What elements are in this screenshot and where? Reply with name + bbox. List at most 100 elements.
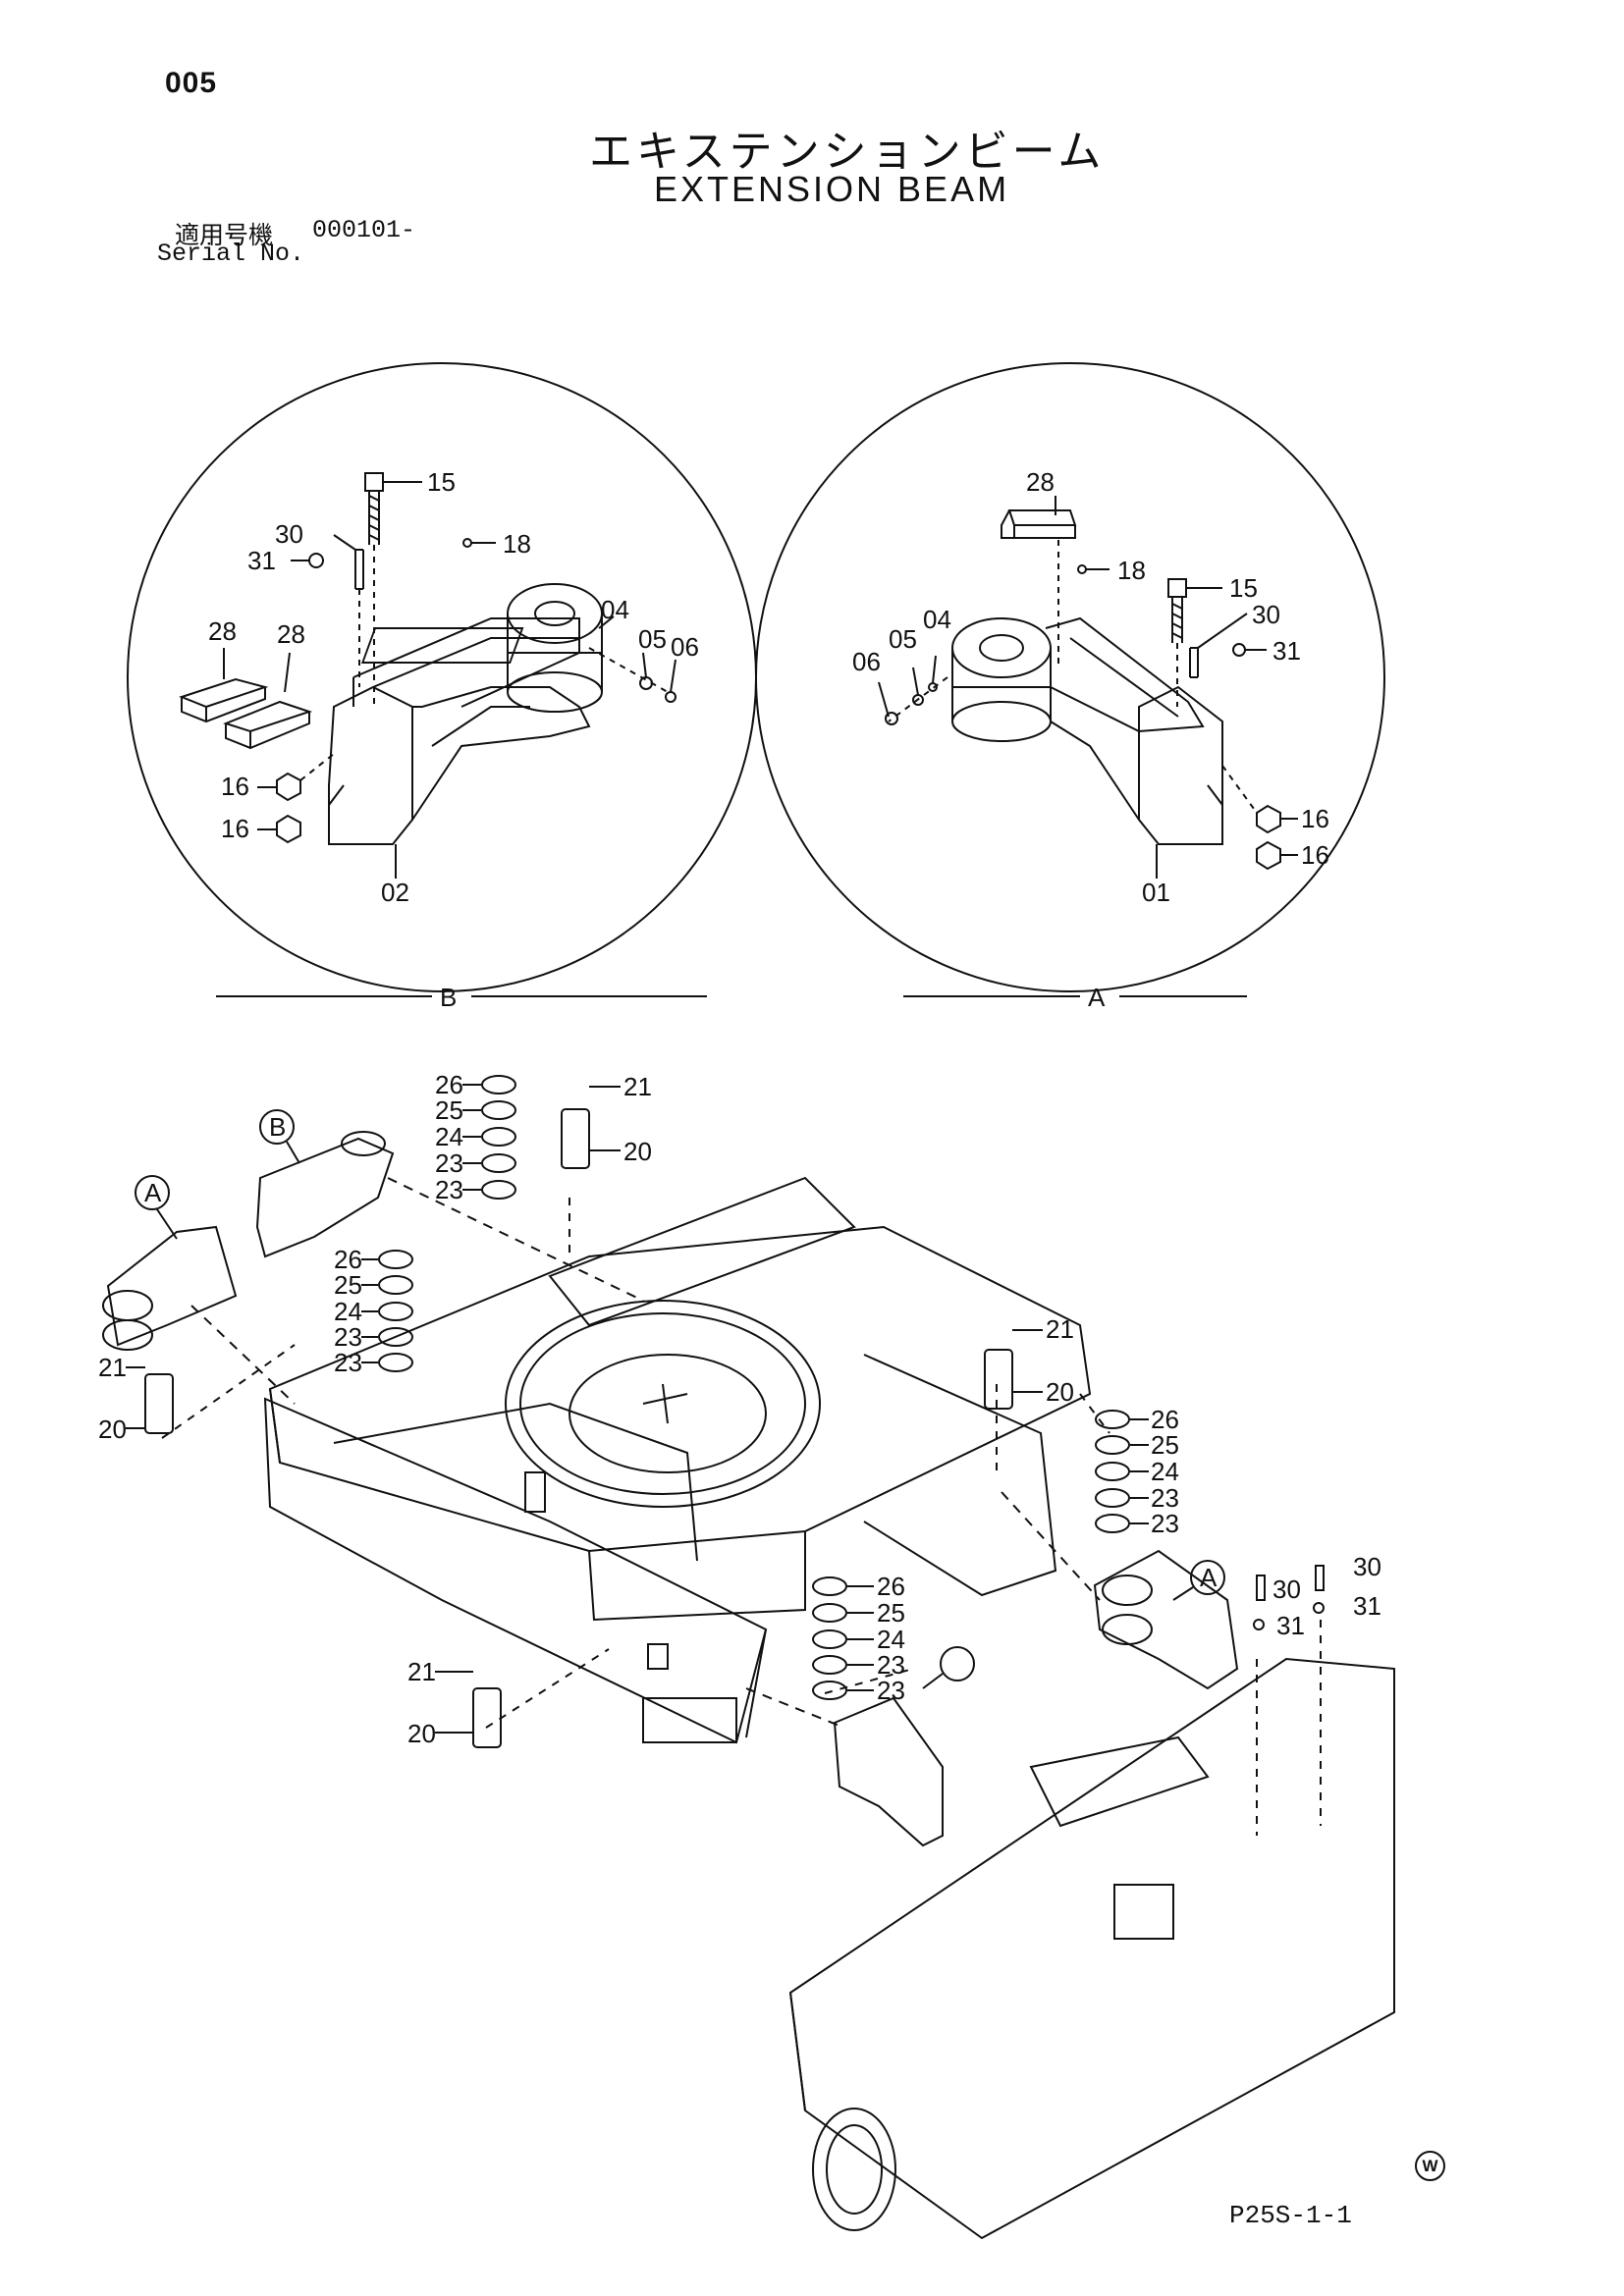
bracket-b-bottom xyxy=(833,1696,944,1847)
callout-b-16b: 16 xyxy=(221,814,249,843)
pin-30-drawing xyxy=(354,549,364,590)
callout-b-28a: 28 xyxy=(208,616,237,646)
marker-a-right: A xyxy=(1200,1563,1218,1592)
pin-20-left xyxy=(144,1373,174,1434)
washer-left-25: 25 xyxy=(334,1270,362,1300)
callout-a-01: 01 xyxy=(1142,878,1170,907)
marker-b-bottom-circle xyxy=(940,1646,975,1682)
marker-b-left: B xyxy=(269,1112,286,1142)
pin-right-21: 21 xyxy=(1046,1314,1074,1344)
callout-b-04: 04 xyxy=(601,595,629,624)
washer-right-23b: 23 xyxy=(1151,1509,1179,1538)
marker-a-right-circle xyxy=(1190,1560,1225,1595)
callout-a-28: 28 xyxy=(1026,467,1055,497)
callout-b-02: 02 xyxy=(381,878,409,907)
bracket-01-drawing xyxy=(951,616,1223,845)
washer-stack-bottom xyxy=(812,1576,847,1700)
pin-20-top xyxy=(561,1108,590,1169)
nut-16b-drawing xyxy=(276,814,301,844)
pin-top-21: 21 xyxy=(623,1072,652,1101)
pin-bottom-20: 20 xyxy=(407,1719,436,1748)
callout-b-18: 18 xyxy=(503,529,531,559)
detail-a-circle xyxy=(755,362,1385,992)
detail-b-view xyxy=(127,362,757,992)
washer-stack-left xyxy=(378,1250,413,1372)
frame-callout-31a: 31 xyxy=(1276,1611,1305,1640)
callout-b-16a: 16 xyxy=(221,772,249,801)
detail-b-view-label: B xyxy=(440,983,457,1012)
swing-circle-drawing xyxy=(505,1300,821,1508)
washer-left-26: 26 xyxy=(334,1245,362,1274)
pin-left-21: 21 xyxy=(98,1353,127,1382)
bolt-15-drawing xyxy=(364,472,422,707)
washer-top-25: 25 xyxy=(435,1095,463,1125)
bracket-b-left xyxy=(255,1137,395,1258)
marker-b-left-circle xyxy=(259,1109,295,1145)
washer-top-24: 24 xyxy=(435,1122,463,1151)
callout-a-16b: 16 xyxy=(1301,840,1329,870)
frame-callout-30b: 30 xyxy=(1353,1552,1381,1581)
w-mark-symbol: W xyxy=(1415,2151,1445,2181)
callout-a-31: 31 xyxy=(1272,636,1301,666)
track-frame-assembly xyxy=(102,1108,1395,2240)
callout-a-16a: 16 xyxy=(1301,804,1329,833)
callout-a-30: 30 xyxy=(1252,600,1280,629)
bracket-a-right xyxy=(1093,1549,1239,1690)
pin-left-20: 20 xyxy=(98,1415,127,1444)
washer-top-23b: 23 xyxy=(435,1175,463,1204)
block-28a-drawing xyxy=(179,677,269,723)
sprocket-drawing xyxy=(812,2108,896,2231)
pin-top-20: 20 xyxy=(623,1137,652,1166)
washer-right-26: 26 xyxy=(1151,1405,1179,1434)
callout-a-04: 04 xyxy=(923,605,951,634)
title-japanese: エキステンションビーム xyxy=(589,128,1106,176)
frame-callout-30a: 30 xyxy=(1272,1575,1301,1604)
bracket-a-left xyxy=(106,1225,238,1347)
callout-b-30: 30 xyxy=(275,519,303,549)
pin-bottom-21: 21 xyxy=(407,1657,436,1686)
washer-bottom-23b: 23 xyxy=(877,1676,905,1705)
callout-a-06: 06 xyxy=(852,647,881,676)
washer-left-23a: 23 xyxy=(334,1322,362,1352)
washer-bottom-24: 24 xyxy=(877,1625,905,1654)
pin-20-right xyxy=(984,1349,1013,1410)
callout-b-28b: 28 xyxy=(277,619,305,649)
washer-left-23b: 23 xyxy=(334,1348,362,1377)
callout-a-05: 05 xyxy=(889,624,917,654)
page-number: 005 xyxy=(165,67,218,99)
washer-bottom-23a: 23 xyxy=(877,1650,905,1680)
title-english: EXTENSION BEAM xyxy=(654,169,1010,209)
callout-a-15: 15 xyxy=(1229,573,1258,603)
bolt-15-drawing-a xyxy=(1167,578,1222,707)
washer-stack-top xyxy=(481,1075,516,1200)
washer-right-24: 24 xyxy=(1151,1457,1179,1486)
washer-top-26: 26 xyxy=(435,1070,463,1099)
washer-left-24: 24 xyxy=(334,1297,362,1326)
serial-number-value: 000101- xyxy=(312,216,416,244)
bracket-02-drawing xyxy=(328,583,603,845)
serial-label-japanese: 適用号機 xyxy=(175,222,274,249)
marker-a-left-circle xyxy=(135,1175,170,1210)
washer-bottom-26: 26 xyxy=(877,1572,905,1601)
frame-callout-31b: 31 xyxy=(1353,1591,1381,1621)
washer-top-23a: 23 xyxy=(435,1148,463,1178)
pin-right-20: 20 xyxy=(1046,1377,1074,1407)
block-28-drawing xyxy=(1001,509,1077,539)
callout-b-15: 15 xyxy=(427,467,456,497)
detail-a-view xyxy=(755,362,1385,992)
washer-right-25: 25 xyxy=(1151,1430,1179,1460)
washer-bottom-25: 25 xyxy=(877,1598,905,1628)
block-28b-drawing xyxy=(223,700,313,750)
document-code: P25S-1-1 xyxy=(1229,2201,1352,2230)
callout-a-18: 18 xyxy=(1117,556,1146,585)
pin-20-bottom xyxy=(472,1687,502,1748)
nut-16a-drawing xyxy=(276,772,301,802)
callout-b-06: 06 xyxy=(671,632,699,662)
clip-31-drawing xyxy=(308,553,324,568)
washer-right-23a: 23 xyxy=(1151,1483,1179,1513)
detail-a-view-label: A xyxy=(1088,983,1106,1012)
serial-label-english: Serial No. xyxy=(157,240,305,268)
washer-stack-right xyxy=(1095,1410,1130,1533)
callout-b-05: 05 xyxy=(638,624,667,654)
